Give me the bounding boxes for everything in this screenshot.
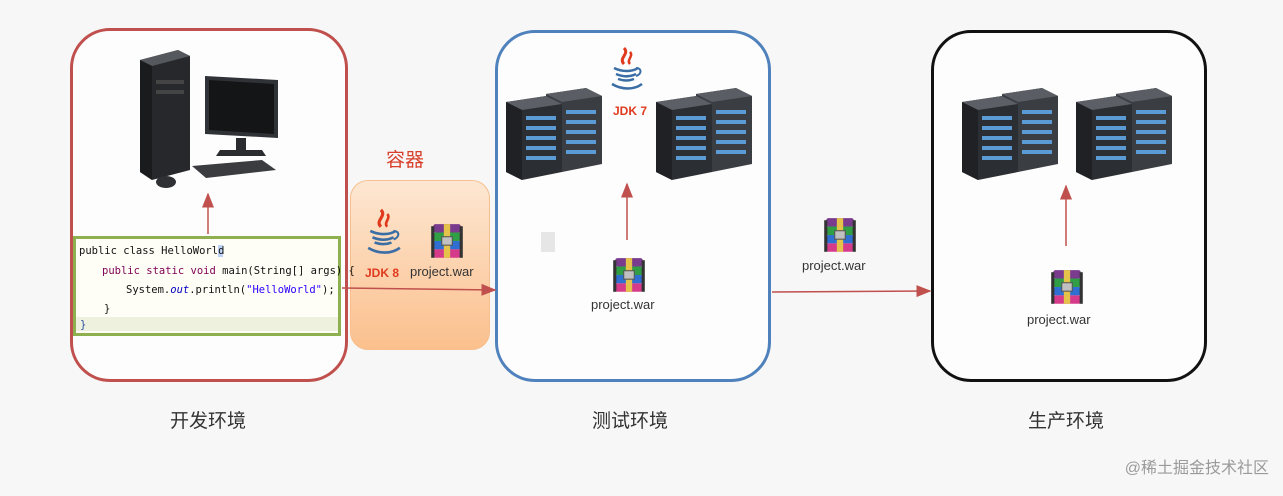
java-logo-icon — [366, 207, 402, 255]
war-label-prod: project.war — [1027, 312, 1091, 327]
code-token: System. — [126, 284, 171, 296]
code-line: } — [80, 319, 87, 331]
jdk8-label: JDK 8 — [365, 266, 400, 280]
code-token: ); — [322, 284, 335, 296]
code-line: } — [104, 303, 111, 315]
war-label-test: project.war — [591, 297, 655, 312]
server-rack-icon — [656, 88, 752, 180]
war-archive-icon — [823, 217, 857, 253]
dev-environment-label: 开发环境 — [169, 411, 246, 432]
watermark: @稀土掘金技术社区 — [1124, 460, 1269, 477]
server-rack-icon — [506, 88, 602, 180]
code-token: public static void — [102, 265, 216, 277]
server-rack-icon — [962, 88, 1058, 180]
server-rack-icon — [1076, 88, 1172, 180]
code-token: main(String[] args) { — [215, 265, 355, 277]
code-line: public class HelloWorld — [79, 245, 225, 257]
container-label: 容器 — [386, 150, 425, 171]
code-token: .println( — [189, 284, 247, 296]
war-archive-icon — [1050, 269, 1084, 305]
test-environment-label: 测试环境 — [591, 411, 668, 432]
desktop-computer-icon — [140, 50, 278, 188]
code-editor-panel: public class HelloWorld public static vo… — [73, 236, 355, 336]
code-cursor-mark — [218, 245, 223, 257]
code-line-highlight — [76, 317, 338, 331]
prod-environment-label: 生产环境 — [1027, 411, 1104, 432]
placeholder-icon — [541, 232, 555, 252]
arrow-test-to-prod — [771, 285, 932, 298]
code-token: out — [170, 284, 190, 296]
java-logo-icon — [612, 48, 642, 89]
war-archive-icon — [612, 257, 646, 293]
arrow-dev-to-test — [341, 283, 497, 296]
war-label-transit: project.war — [802, 258, 866, 273]
code-token: "HelloWorld" — [246, 284, 322, 296]
code-line: public static void main(String[] args) { — [102, 265, 355, 277]
jdk7-label: JDK 7 — [613, 104, 648, 118]
war-label-container: project.war — [410, 264, 474, 279]
container-box — [350, 180, 490, 350]
prod-environment-box — [931, 30, 1207, 382]
war-archive-icon — [430, 223, 464, 259]
code-line: System.out.println("HelloWorld"); — [126, 284, 335, 296]
